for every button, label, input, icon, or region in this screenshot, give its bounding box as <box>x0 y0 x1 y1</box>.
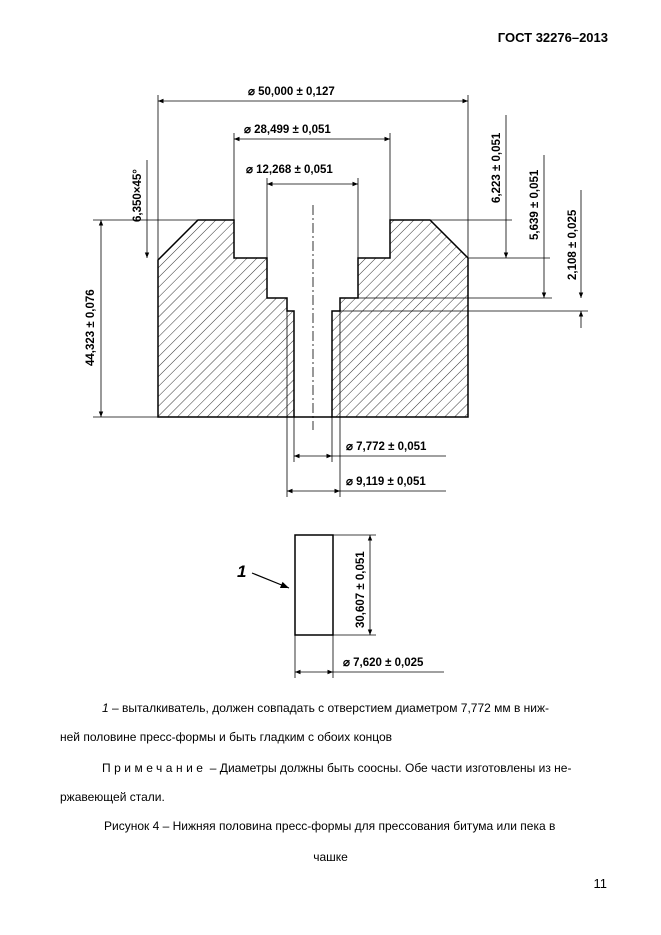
mold-body-right <box>331 219 469 418</box>
dim-depth-1: 6,223 ± 0,051 <box>491 132 503 203</box>
figure-caption: Рисунок 4 – Нижняя половина пресс-формы … <box>104 819 556 833</box>
dim-inner-diameter: ⌀ 12,268 ± 0,051 <box>246 164 333 176</box>
figure-caption-continuation: чашке <box>313 850 348 864</box>
note-1-number: 1 <box>102 701 109 715</box>
dim-counterbore-diameter: ⌀ 9,119 ± 0,051 <box>346 476 426 488</box>
dim-depth-3: 2,108 ± 0,025 <box>567 209 579 280</box>
ejector-pin <box>294 534 334 636</box>
note-2-text: – Диаметры должны быть соосны. Обе части… <box>206 761 572 775</box>
dim-depth-2: 5,639 ± 0,051 <box>529 169 541 240</box>
note-label: Примечание <box>102 761 207 775</box>
dim-height: 44,323 ± 0,076 <box>85 289 97 366</box>
note-1-text: – выталкиватель, должен совпадать с отве… <box>108 701 550 715</box>
dim-chamfer: 6,350×45° <box>132 169 144 222</box>
document-header: ГОСТ 32276–2013 <box>497 30 608 45</box>
dim-ejector-length: 30,607 ± 0,051 <box>355 551 367 628</box>
dim-outer-diameter: ⌀ 50,000 ± 0,127 <box>248 86 335 98</box>
mold-body <box>157 219 295 418</box>
dim-ejector-diameter: ⌀ 7,620 ± 0,025 <box>343 657 424 669</box>
callout-number: 1 <box>237 562 246 581</box>
note-1: 1 – выталкиватель, должен совпадать с от… <box>102 700 607 716</box>
dim-recess-diameter: ⌀ 28,499 ± 0,051 <box>244 124 331 136</box>
note-2-continuation: ржавеющей стали. <box>60 790 165 804</box>
technical-drawing: ⌀ 50,000 ± 0,127 ⌀ 28,499 ± 0,051 ⌀ 12,2… <box>85 86 588 678</box>
page-number: 11 <box>593 876 608 891</box>
note-2: Примечание – Диаметры должны быть соосны… <box>102 760 607 776</box>
note-1-continuation: ней половине пресс-формы и быть гладким … <box>60 730 393 744</box>
dim-hole-diameter: ⌀ 7,772 ± 0,051 <box>346 441 427 453</box>
